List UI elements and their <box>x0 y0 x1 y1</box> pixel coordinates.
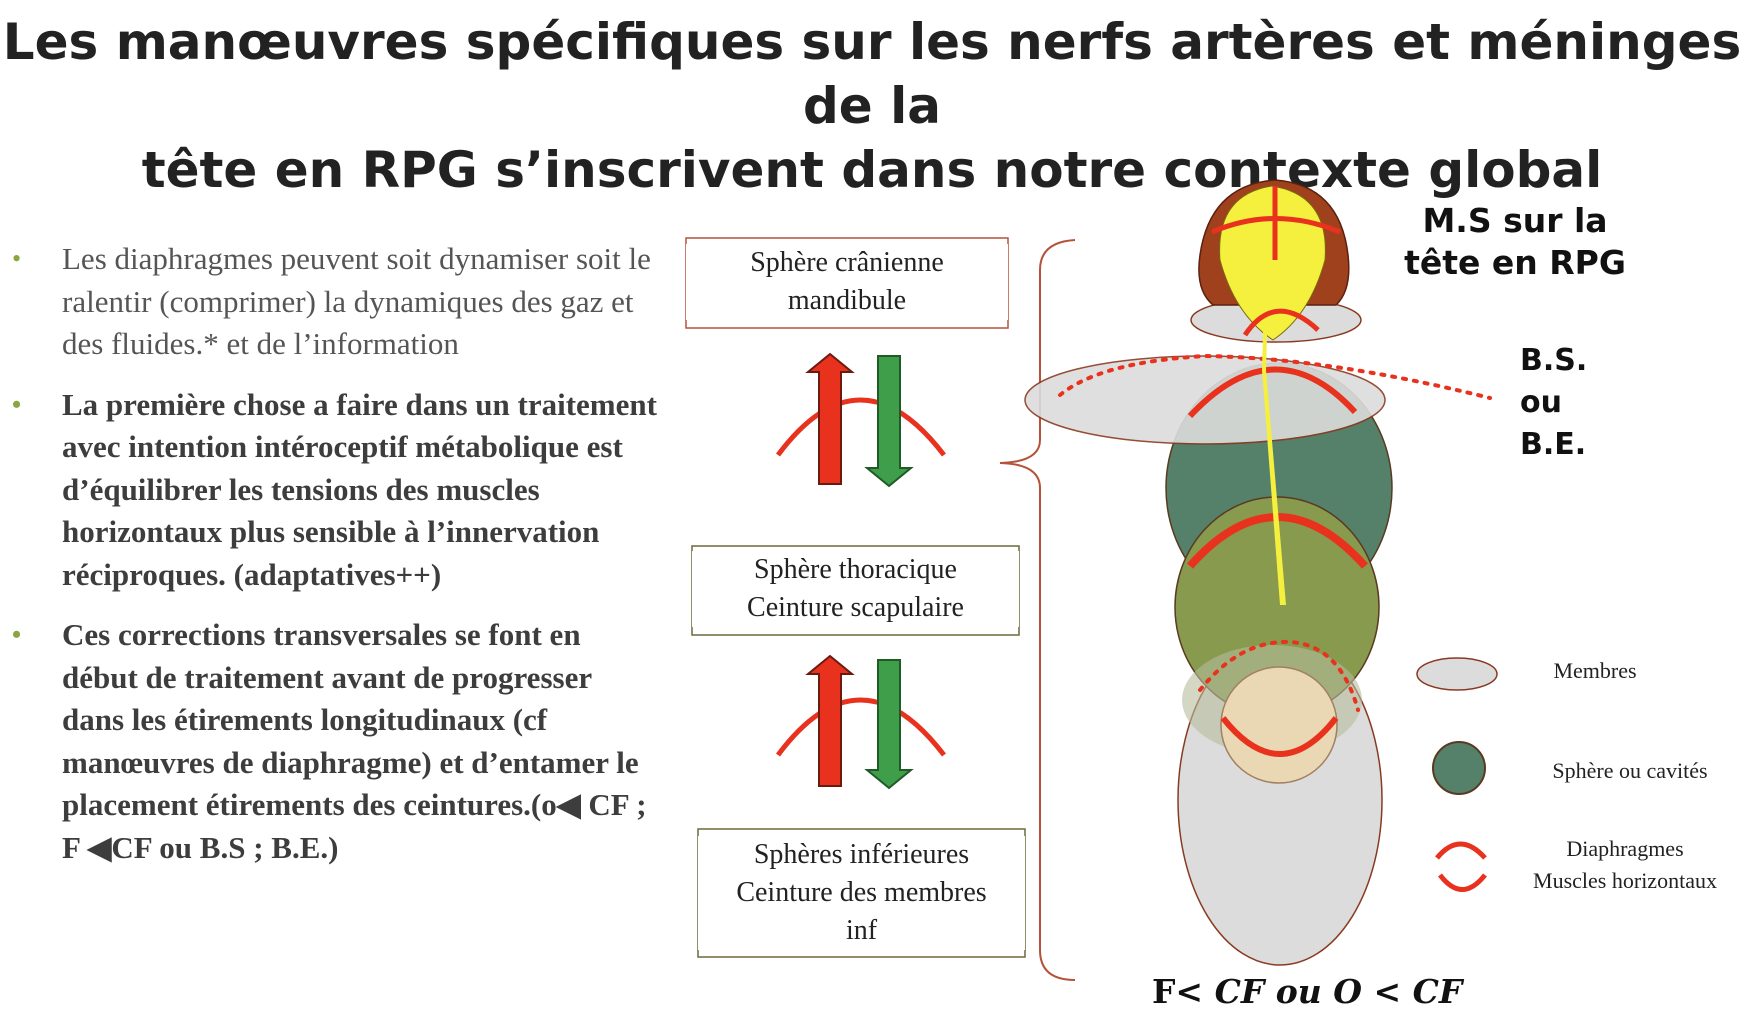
bullet-item: • Ces corrections transversales se font … <box>0 614 660 869</box>
shoulder-girdle-dotted <box>1058 353 1492 400</box>
diaphragm-arc <box>775 697 946 757</box>
grouping-bracket <box>999 239 1076 981</box>
box-thoracic-line-2: Ceinture scapulaire <box>747 592 964 623</box>
ms-label: M.S sur la tête en RPG <box>1400 200 1630 284</box>
formula-right: CF ou O < CF <box>1214 972 1463 1011</box>
box-inferior: Sphères inférieures Ceinture des membres… <box>698 836 1025 950</box>
ms-label-line-1: M.S sur la <box>1422 201 1608 240</box>
box-inferior-line-3: inf <box>845 915 878 946</box>
bullet-list: • Les diaphragmes peuvent soit dynamiser… <box>0 238 660 887</box>
nerve-shape <box>1219 185 1326 341</box>
down-arrow-icon <box>864 659 914 790</box>
pelvic-diaphragm <box>1220 716 1339 757</box>
upper-thoracic-diaphragm <box>1187 366 1358 419</box>
title-line-2: tête en RPG s’inscrivent dans notre cont… <box>141 141 1603 199</box>
neck-diaphragm <box>1242 308 1320 337</box>
body-figure <box>1024 179 1492 966</box>
title-line-1: Les manœuvres spécifiques sur les nerfs … <box>2 13 1742 135</box>
box-thoracic: Sphère thoracique Ceinture scapulaire <box>692 551 1019 627</box>
legend-diaphragm-bottom-icon <box>1438 873 1487 892</box>
bs-label-line-1: B.S. <box>1520 343 1588 378</box>
ms-label-line-2: tête en RPG <box>1404 243 1626 282</box>
legend-sphere-swatch <box>1432 741 1486 795</box>
up-arrow-icon <box>805 352 855 485</box>
bullet-text: Ces corrections transversales se font en… <box>62 617 647 865</box>
box-inferior-line-1: Sphères inférieures <box>753 839 970 870</box>
legend-diaphragmes-line-1: Diaphragmes <box>1566 836 1684 861</box>
legend-sphere-label: Sphère ou cavités <box>1552 758 1708 783</box>
arrow-pair-2 <box>775 654 946 790</box>
box-cranial-line-1: Sphère crânienne <box>750 247 944 278</box>
legend-diaphragmes-label: Diaphragmes Muscles horizontaux <box>1510 836 1740 894</box>
bullet-text: Les diaphragmes peuvent soit dynamiser s… <box>62 241 651 361</box>
spinal-nerve <box>1262 300 1286 605</box>
bullet-dot-icon: • <box>12 244 22 273</box>
arrow-pair-1 <box>775 352 946 488</box>
formula-left: F< <box>1152 972 1204 1011</box>
bs-label-line-3: B.E. <box>1520 427 1587 462</box>
diaphragm-arc <box>775 397 946 457</box>
box-cranial-line-2: mandibule <box>787 285 907 316</box>
pelvic-sphere <box>1220 666 1338 784</box>
formula: F< CF ou O < CF <box>1152 972 1462 1011</box>
bullet-dot-icon: • <box>12 620 22 649</box>
box-cranial: Sphère crânienne mandibule <box>686 244 1008 320</box>
bullet-item: • La première chose a faire dans un trai… <box>0 384 660 597</box>
legend-diaphragmes-line-2: Muscles horizontaux <box>1533 868 1717 893</box>
box-inferior-line-2: Ceinture des membres <box>736 877 987 908</box>
pelvic-diaphragm-dotted <box>1198 639 1360 712</box>
legend <box>1416 657 1498 892</box>
bullet-item: • Les diaphragmes peuvent soit dynamiser… <box>0 238 660 366</box>
legend-diaphragm-top-icon <box>1435 841 1487 860</box>
bs-label-line-2: ou <box>1520 385 1562 420</box>
legend-membres-label: Membres <box>1553 658 1637 683</box>
bs-label: B.S. ou B.E. <box>1520 340 1620 466</box>
box-thoracic-line-1: Sphère thoracique <box>754 554 957 585</box>
bullet-text: La première chose a faire dans un traite… <box>62 386 657 592</box>
down-arrow-icon <box>864 355 914 488</box>
slide-title: Les manœuvres spécifiques sur les nerfs … <box>0 10 1744 202</box>
up-arrow-icon <box>805 654 855 787</box>
bullet-dot-icon: • <box>12 389 22 419</box>
legend-membres-swatch <box>1416 657 1498 691</box>
